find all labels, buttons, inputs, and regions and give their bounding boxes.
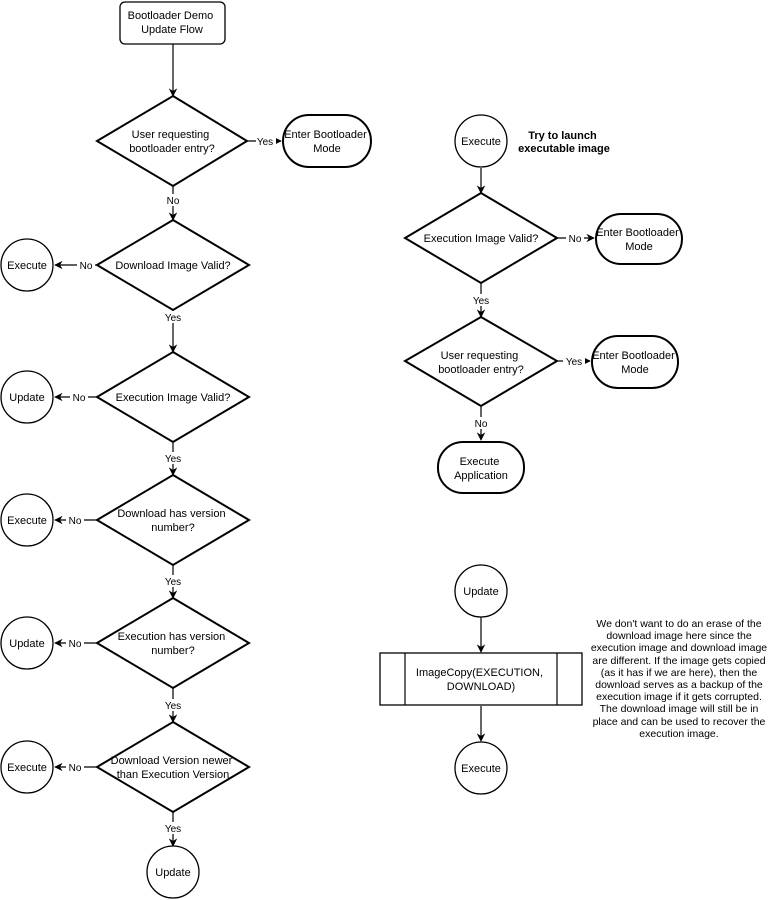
l-ex-ver-line-1: Execution has version — [118, 631, 226, 643]
l-dl-newer-line-2: than Execution Version — [117, 769, 230, 781]
edge-label-l-ex-valid-yes: Yes — [165, 454, 181, 465]
svg-text:User requesting bootload: User requesting bootloader entry? — [129, 129, 215, 155]
l-dl-ver-line-2: number? — [151, 522, 194, 534]
l-update-2-text: Update — [9, 638, 44, 650]
edge-label-l-dl-newer-no: No — [69, 763, 82, 774]
r-ex-valid-text: Execution Image Valid? — [424, 233, 539, 245]
l-enter-boot-line-1: Enter Bootloader — [284, 129, 367, 141]
l-exec-1-text: Execute — [7, 260, 47, 272]
r-enter-boot-1-line-2: Mode — [625, 241, 653, 253]
r-image-copy-line-1: ImageCopy(EXECUTION, — [416, 667, 543, 679]
edge-label-l-dl-valid-yes: Yes — [165, 313, 181, 324]
r-enter-boot-2-line-2: Mode — [621, 364, 649, 376]
edge-label-r-ex-valid-no: No — [569, 234, 582, 245]
r-title-line-2: executable image — [518, 143, 610, 155]
l-exec-2-text: Execute — [7, 515, 47, 527]
connector-execute-2: Execute — [0, 493, 54, 547]
r-execute-text: Execute — [461, 136, 501, 148]
edge-label-r-user-req-no: No — [475, 419, 488, 430]
l-update-1-text: Update — [9, 392, 44, 404]
edge-label-l-ex-valid-no: No — [73, 393, 86, 404]
edge-label-l-user-req-no: No — [167, 196, 180, 207]
edge-label-r-ex-valid-yes: Yes — [473, 296, 489, 307]
svg-text:Enter Bootloader Mode: Enter Bootloader Mode — [284, 129, 370, 155]
svg-text:Enter Bootloader Mode: Enter Bootloader Mode — [592, 350, 678, 376]
svg-text:ImageCopy(EXECUTION, DOW: ImageCopy(EXECUTION, DOWNLOAD) — [416, 667, 546, 693]
terminal-enter-bootloader-mode-right-1: Enter Bootloader Mode — [595, 213, 683, 265]
r-exec-app-line-1: Execute — [460, 456, 500, 468]
connector-execute-1: Execute — [0, 238, 54, 292]
r-enter-boot-1-line-1: Enter Bootloader — [596, 227, 679, 239]
l-user-req-line-1: User requesting — [132, 129, 210, 141]
connector-update-1: Update — [0, 370, 54, 424]
edge-label-l-dl-ver-no: No — [69, 516, 82, 527]
decision-r-user-requesting-bootloader-entry: User requesting bootloader entry? — [403, 315, 559, 408]
start-node: Bootloader Demo Update Flow — [119, 1, 226, 45]
r-execute-end-text: Execute — [461, 763, 501, 775]
connector-update-3: Update — [146, 845, 200, 899]
r-image-copy-line-2: DOWNLOAD) — [447, 681, 515, 693]
l-user-req-line-2: bootloader entry? — [129, 143, 215, 155]
svg-text:Bootloader Demo Update F: Bootloader Demo Update Flow — [128, 10, 217, 36]
decision-execution-has-version: Execution has version number? — [95, 596, 251, 690]
l-exec-3-text: Execute — [7, 762, 47, 774]
edge-label-l-dl-ver-yes: Yes — [165, 577, 181, 588]
l-dl-valid-text: Download Image Valid? — [115, 260, 230, 272]
edge-labels: Yes No No Yes No Yes No Yes No Yes No Ye… — [66, 135, 585, 835]
l-enter-boot-line-2: Mode — [313, 143, 341, 155]
svg-text:User requesting bootload: User requesting bootloader entry? — [438, 350, 524, 376]
decision-user-requesting-bootloader-entry: User requesting bootloader entry? — [95, 94, 249, 188]
r-user-req-line-1: User requesting — [441, 350, 519, 362]
svg-text:Enter Bootloader Mode: Enter Bootloader Mode — [596, 227, 682, 253]
edge-label-l-dl-newer-yes: Yes — [165, 824, 181, 835]
l-ex-valid-text: Execution Image Valid? — [116, 392, 231, 404]
start-node-line-1: Bootloader Demo — [128, 10, 214, 22]
decision-execution-image-valid: Execution Image Valid? — [95, 350, 251, 444]
svg-text:Execution has version nu: Execution has version number? — [118, 631, 229, 657]
edge-label-l-ex-ver-yes: Yes — [165, 701, 181, 712]
edge-label-r-user-req-yes: Yes — [566, 357, 582, 368]
svg-text:Download Version newer t: Download Version newer than Execution Ve… — [111, 755, 236, 781]
decision-download-version-newer: Download Version newer than Execution Ve… — [95, 720, 251, 814]
r-update-text: Update — [463, 586, 498, 598]
connector-update-entry: Update — [454, 564, 508, 618]
connector-execute-3: Execute — [0, 740, 54, 794]
edge-label-l-ex-ver-no: No — [69, 639, 82, 650]
edge-label-l-user-req-yes: Yes — [257, 137, 273, 148]
svg-text:Download has version num: Download has version number? — [117, 508, 228, 534]
l-dl-newer-line-1: Download Version newer — [111, 755, 233, 767]
process-image-copy: ImageCopy(EXECUTION, DOWNLOAD) — [379, 652, 583, 706]
image-copy-note: We don't want to do an erase of the down… — [590, 618, 768, 740]
start-node-line-2: Update Flow — [141, 24, 203, 36]
connector-execute-end: Execute — [454, 741, 508, 795]
connector-update-2: Update — [0, 616, 54, 670]
edge-label-l-dl-valid-no: No — [80, 261, 93, 272]
decision-download-has-version: Download has version number? — [95, 473, 251, 567]
terminal-enter-bootloader-mode-left: Enter Bootloader Mode — [282, 114, 372, 168]
r-title-line-1: Try to launch — [528, 130, 597, 142]
connector-execute-entry: Execute — [454, 114, 508, 168]
right-flow-title: Try to launch executable image — [518, 130, 610, 155]
decision-r-execution-image-valid: Execution Image Valid? — [403, 191, 559, 285]
l-dl-ver-line-1: Download has version — [117, 508, 225, 520]
decision-download-image-valid: Download Image Valid? — [95, 218, 251, 312]
r-user-req-line-2: bootloader entry? — [438, 364, 524, 376]
l-ex-ver-line-2: number? — [151, 645, 194, 657]
r-exec-app-line-2: Application — [454, 470, 508, 482]
svg-text:Execute Application: Execute Application — [454, 456, 508, 482]
terminal-execute-application: Execute Application — [437, 441, 525, 494]
terminal-enter-bootloader-mode-right-2: Enter Bootloader Mode — [591, 335, 679, 389]
r-enter-boot-2-line-1: Enter Bootloader — [592, 350, 675, 362]
l-update-3-text: Update — [155, 867, 190, 879]
